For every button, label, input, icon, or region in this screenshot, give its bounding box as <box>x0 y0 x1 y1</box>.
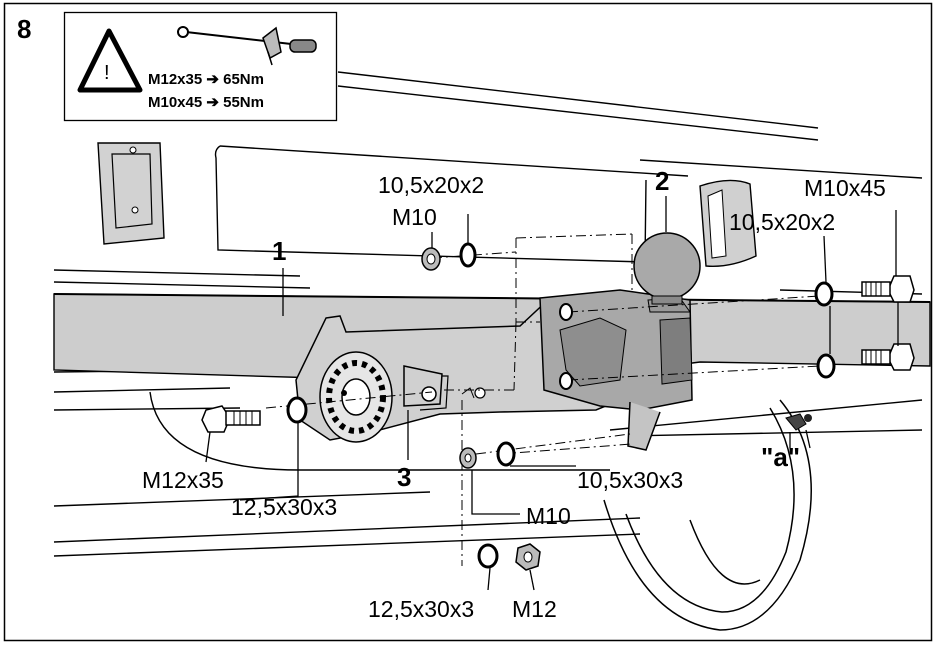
warning-exclamation: ! <box>104 62 110 84</box>
detail-a-fitting <box>785 413 812 431</box>
right-reflector <box>699 179 757 267</box>
nut-m10-middle <box>459 447 477 469</box>
rear-wheel <box>603 399 812 631</box>
callout-part-2: 2 <box>655 166 669 196</box>
plate-hole-upper <box>559 303 573 321</box>
label-bolt-right: M10x45 <box>804 175 886 201</box>
nut-m12-bottom <box>515 543 541 571</box>
plate-hole-lower <box>559 372 573 390</box>
fastener-hardware <box>201 242 915 571</box>
bolt-m10x45-upper <box>861 275 915 303</box>
label-nut-top: M10 <box>392 204 437 230</box>
step-number: 8 <box>17 14 31 44</box>
washer-middle <box>496 441 516 467</box>
label-washer-middle: 10,5x30x3 <box>577 467 683 493</box>
callout-part-1: 1 <box>272 236 286 266</box>
washer-bottom <box>477 543 499 569</box>
washer-right-upper <box>814 281 834 307</box>
socket-plate-ring <box>319 351 393 443</box>
washer-right-lower <box>816 353 836 379</box>
warning-triangle-icon <box>77 28 143 93</box>
callout-part-3: 3 <box>397 462 411 492</box>
washer-top <box>459 242 477 268</box>
bolt-m12x35 <box>201 405 261 433</box>
torque-spec-m10: M10x45 ➔ 55Nm <box>148 94 264 111</box>
label-washer-right: 10,5x20x2 <box>729 209 835 235</box>
torque-wrench-icon <box>177 26 317 66</box>
vehicle-body-outline <box>53 71 923 557</box>
label-washer-top: 10,5x20x2 <box>378 172 484 198</box>
callout-detail-a: "a" <box>761 442 800 472</box>
label-washer-bottom: 12,5x30x3 <box>368 596 474 622</box>
bolt-m10x45-lower <box>861 343 915 371</box>
label-nut-bottom: M12 <box>512 596 557 622</box>
rear-bumper-reflector <box>97 142 165 245</box>
nut-m10-top <box>421 247 441 271</box>
label-nut-middle: M10 <box>526 503 571 529</box>
outer-frame <box>3 2 933 642</box>
tow-ball-part-2 <box>539 232 701 451</box>
washer-left <box>286 396 308 424</box>
label-washer-left: 12,5x30x3 <box>231 494 337 520</box>
torque-spec-m12: M12x35 ➔ 65Nm <box>148 71 264 88</box>
torque-warning-box: ! M12x35 ➔ 65Nm M10x45 ➔ 55Nm <box>63 11 338 122</box>
label-bolt-left: M12x35 <box>142 467 224 493</box>
leader-lines <box>205 196 899 591</box>
